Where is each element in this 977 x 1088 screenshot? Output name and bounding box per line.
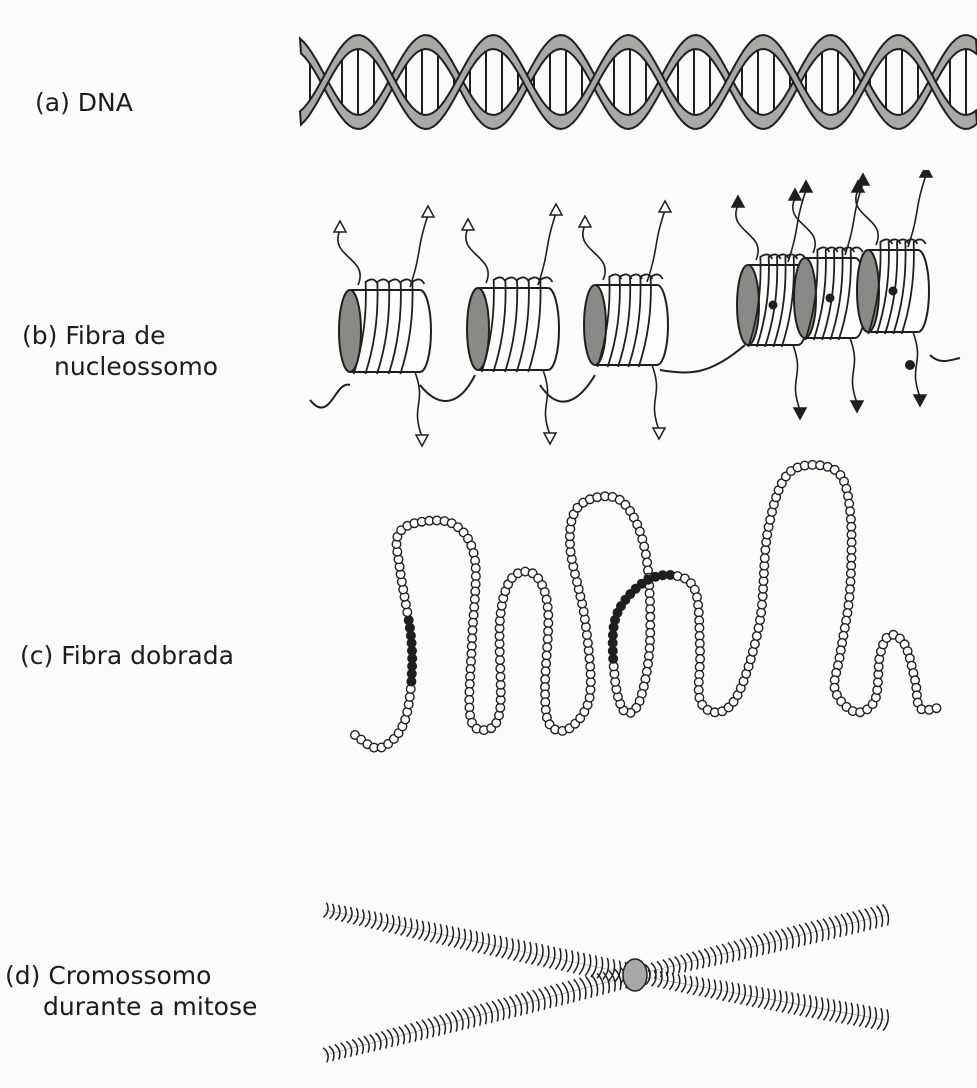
- chromatin-bead: [644, 660, 653, 669]
- chromatin-bead: [496, 656, 505, 665]
- chromatin-bead: [404, 616, 413, 625]
- chromatin-bead: [932, 704, 941, 713]
- chromatin-bead: [543, 643, 552, 652]
- chromatin-bead: [543, 635, 552, 644]
- nucleosome-spool: [462, 204, 562, 444]
- nucleosome-spool: [334, 206, 434, 446]
- chromatin-bead: [753, 632, 762, 641]
- tail-arrowhead: [920, 170, 932, 177]
- tail-arrowhead: [914, 395, 926, 406]
- chromatin-bead: [468, 626, 477, 635]
- chromatin-bead: [542, 651, 551, 660]
- nucleosome-fiber-icon: [0, 170, 977, 450]
- tail-arrowhead: [416, 435, 428, 446]
- chromatin-bead: [751, 640, 760, 649]
- chromatin-bead: [585, 654, 594, 663]
- histone-tail: [647, 210, 665, 282]
- chromatin-bead: [544, 611, 553, 620]
- histone-tail: [583, 225, 605, 280]
- histone-tail: [793, 198, 815, 253]
- chromatin-bead: [846, 507, 855, 516]
- histone-face: [794, 258, 816, 338]
- bound-protein: [769, 301, 778, 310]
- tail-arrowhead: [653, 428, 665, 439]
- centromere: [623, 959, 647, 991]
- tail-arrowhead: [334, 221, 346, 232]
- histone-face: [857, 250, 879, 332]
- nucleosome-spool: [579, 201, 671, 439]
- chromatin-bead: [695, 608, 704, 617]
- bound-protein: [889, 287, 898, 296]
- chromatin-bead: [754, 624, 763, 633]
- chromosome-icon: [0, 790, 977, 1088]
- tail-arrowhead: [732, 196, 744, 207]
- folded-fiber-icon: [0, 450, 977, 790]
- dna-helix-icon: [0, 0, 977, 170]
- chromatin-bead: [847, 569, 856, 578]
- bound-protein: [826, 294, 835, 303]
- histone-tail: [788, 190, 806, 262]
- tail-arrowhead: [544, 433, 556, 444]
- tail-arrowhead: [462, 219, 474, 230]
- chromatid-arm-lower-right: [634, 968, 889, 1031]
- histone-tail: [793, 345, 800, 410]
- chromatin-bead: [583, 631, 592, 640]
- histone-tail: [652, 365, 659, 430]
- histone-tail: [338, 230, 360, 285]
- chromatin-bead: [766, 516, 775, 525]
- chromatin-bead: [640, 542, 649, 551]
- chromatid-arm-lower-left: [323, 965, 638, 1063]
- histone-tail: [908, 175, 926, 247]
- histone-tail: [736, 205, 758, 260]
- histone-face: [737, 265, 759, 345]
- chromatin-bead: [541, 667, 550, 676]
- histone-tail: [845, 183, 863, 255]
- tail-arrowhead: [579, 216, 591, 227]
- panel-dna: (a) DNA: [0, 0, 977, 170]
- chromatin-bead: [544, 619, 553, 628]
- panel-nucleosome: (b) Fibra de nucleossomo: [0, 170, 977, 450]
- chromatin-bead: [496, 664, 505, 673]
- chromatin-bead: [761, 554, 770, 563]
- histone-tail: [466, 228, 488, 283]
- histone-tail: [415, 372, 422, 437]
- histone-tail: [538, 213, 556, 285]
- tail-arrowhead: [800, 181, 812, 192]
- chromatin-bead: [584, 639, 593, 648]
- tail-arrowhead: [851, 401, 863, 412]
- tail-arrowhead: [659, 201, 671, 212]
- chromatin-bead: [758, 600, 767, 609]
- tail-arrowhead: [794, 408, 806, 419]
- chromatin-bead: [642, 550, 651, 559]
- panel-folded-fiber: (c) Fibra dobrada: [0, 450, 977, 790]
- chromatin-bead: [586, 662, 595, 671]
- histone-face: [584, 285, 606, 365]
- chromatin-bead: [695, 624, 704, 633]
- histone-tail: [410, 215, 428, 287]
- linker-end: [905, 360, 915, 370]
- chromatid-arm-upper-right: [633, 905, 888, 983]
- panel-chromosome: (d) Cromossomo durante a mitose: [0, 790, 977, 1088]
- chromatin-bead: [495, 648, 504, 657]
- tail-arrowhead: [550, 204, 562, 215]
- chromatid-arm-upper-left: [323, 903, 638, 986]
- chromatin-bead: [579, 607, 588, 616]
- histone-tail: [850, 338, 857, 403]
- histone-tail: [543, 370, 550, 435]
- chromatin-bead: [646, 613, 655, 622]
- tail-arrowhead: [422, 206, 434, 217]
- chromatin-bead: [496, 672, 505, 681]
- chromatin-bead: [845, 593, 854, 602]
- nucleosome-spool: [852, 170, 932, 406]
- tail-arrowhead: [789, 189, 801, 200]
